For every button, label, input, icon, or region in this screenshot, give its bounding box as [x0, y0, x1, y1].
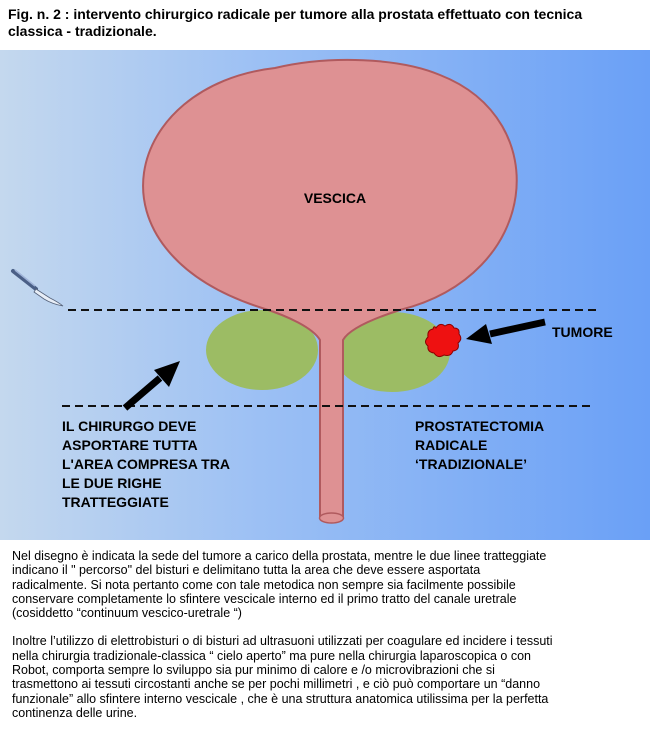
surgeon-note-label: IL CHIRURGO DEVE ASPORTARE TUTTA L'AREA … — [62, 417, 230, 512]
arrow-icon — [122, 361, 180, 411]
prostatectomy-diagram: VESCICA TUMORE IL CHIRURGO DEVE ASPORTAR… — [0, 50, 650, 540]
caption-paragraph: Nel disegno è indicata la sede del tumor… — [12, 549, 547, 621]
prostate-left-lobe — [206, 310, 318, 390]
bladder-shape — [142, 58, 518, 519]
diagram-canvas — [11, 58, 600, 524]
surgeon-note-line: LE DUE RIGHE — [62, 475, 162, 491]
surgeon-note-line: ASPORTARE TUTTA — [62, 437, 198, 453]
caption-paragraph: Inoltre l’utilizzo di elettrobisturi o d… — [12, 634, 553, 720]
prostate-right-lobe — [334, 312, 450, 392]
surgeon-note-line: TRATTEGGIATE — [62, 494, 169, 510]
surgeon-note-line: L'AREA COMPRESA TRA — [62, 456, 230, 472]
caption-text: Nel disegno è indicata la sede del tumor… — [12, 549, 642, 734]
urethra-opening — [318, 512, 345, 524]
tumor-mass — [425, 323, 462, 358]
tumor-label: TUMORE — [552, 324, 613, 340]
surgeon-note-line: IL CHIRURGO DEVE — [62, 418, 197, 434]
procedure-label: PROSTATECTOMIA RADICALE ‘TRADIZIONALE’ — [415, 418, 545, 472]
bladder-label: VESCICA — [303, 190, 367, 206]
scalpel-icon — [11, 269, 64, 307]
figure-title: Fig. n. 2 : intervento chirurgico radica… — [8, 6, 583, 39]
arrow-icon — [466, 318, 546, 344]
